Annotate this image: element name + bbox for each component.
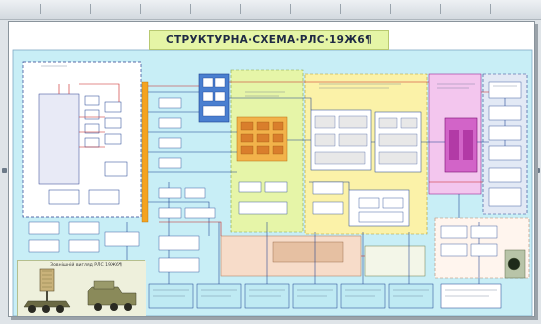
resize-handle-left[interactable] [2, 168, 7, 173]
slide-title: СТРУКТУРНА·СХЕМА·РЛС·19Ж6¶ [166, 34, 372, 46]
slide-canvas[interactable]: СТРУКТУРНА·СХЕМА·РЛС·19Ж6¶ Зовнішній [8, 21, 535, 317]
ruler-tick [140, 4, 141, 14]
ruler-tick [290, 4, 291, 14]
slide-title-box: СТРУКТУРНА·СХЕМА·РЛС·19Ж6¶ [149, 30, 389, 50]
ruler-tick [90, 4, 91, 14]
photo-caption: Зовнішній вигляд РЛС 19Ж6¶ [36, 263, 136, 269]
photo-panel: Зовнішній вигляд РЛС 19Ж6¶ [17, 260, 145, 316]
ruler-tick [440, 4, 441, 14]
ruler-strip [0, 0, 541, 20]
ruler-tick [490, 4, 491, 14]
ruler-tick [40, 4, 41, 14]
antenna-block [39, 94, 79, 184]
signal-bus [142, 82, 148, 222]
ruler-tick [240, 4, 241, 14]
ruler-tick [190, 4, 191, 14]
ruler-tick [340, 4, 341, 14]
radar-photo [18, 261, 146, 317]
ruler-tick [390, 4, 391, 14]
